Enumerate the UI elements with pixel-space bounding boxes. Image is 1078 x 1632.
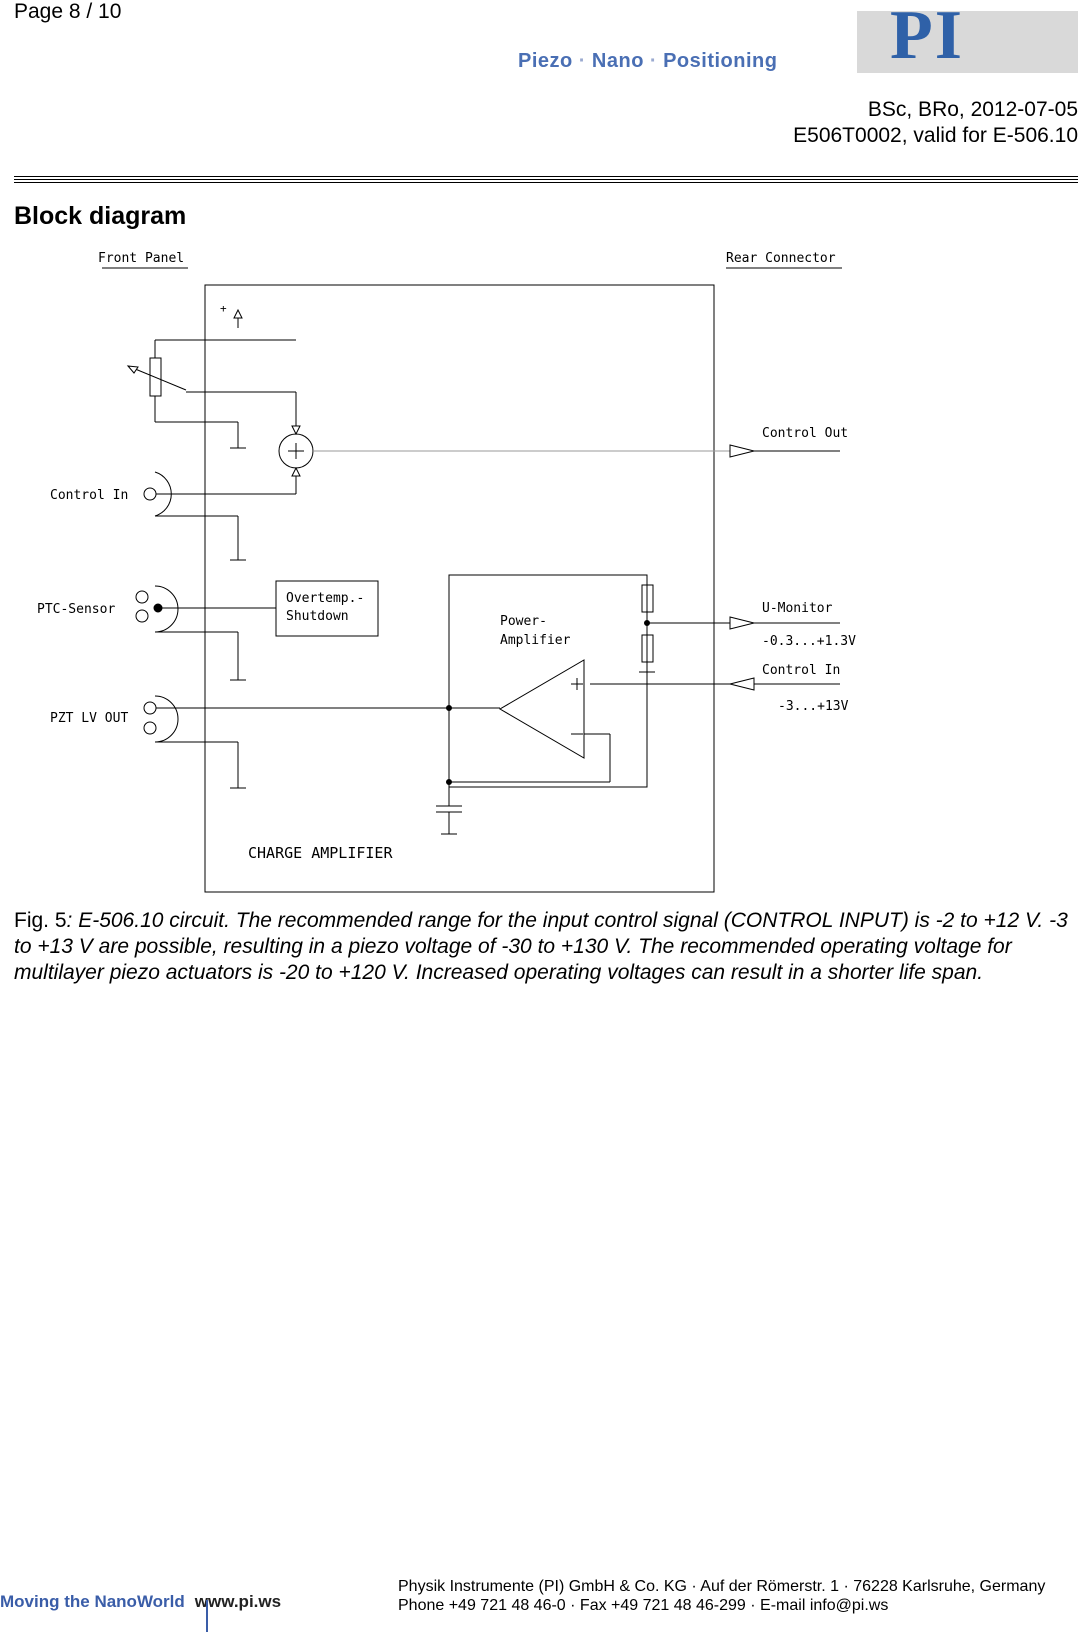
label-power: Power- [500, 614, 547, 629]
label-charge-amplifier: CHARGE AMPLIFIER [248, 844, 393, 862]
label-u-monitor-range: -0.3...+1.3V [762, 634, 856, 649]
footer-separator [206, 1600, 208, 1632]
label-ptc-sensor: PTC-Sensor [37, 602, 115, 617]
caption-text: : E-506.10 circuit. The recommended rang… [14, 909, 1068, 984]
caption-label: Fig. 5 [14, 909, 67, 932]
logo-tagline-nano: Nano [591, 50, 644, 72]
label-overtemp: Overtemp.- [286, 591, 364, 606]
pi-logo-icon: PI [890, 0, 964, 74]
page-number: Page 8 / 10 [14, 0, 122, 23]
footer-url[interactable]: www.pi.ws [194, 1592, 282, 1611]
block-diagram: Front Panel Rear Connector + Control Out… [37, 251, 856, 893]
figure-caption: Fig. 5: E-506.10 circuit. The recommende… [14, 908, 1072, 986]
label-plus: + [220, 302, 227, 315]
logo-tagline: Piezo·Nano·Positioning [518, 50, 778, 72]
label-rear-connector: Rear Connector [726, 251, 836, 266]
label-control-in-range: -3...+13V [778, 699, 849, 714]
footer-slogan: Moving the NanoWorld [0, 1592, 185, 1611]
footer-address-line2: Phone +49 721 48 46-0 · Fax +49 721 48 4… [398, 1597, 889, 1614]
logo-tagline-positioning: Positioning [663, 50, 778, 72]
label-front-panel: Front Panel [98, 251, 184, 266]
header-divider-middle [14, 179, 1078, 180]
footer-address-line1: Physik Instrumente (PI) GmbH & Co. KG · … [398, 1578, 1046, 1595]
header-document-id: E506T0002, valid for E-506.10 [793, 124, 1078, 147]
label-pzt-lv-out: PZT LV OUT [50, 711, 128, 726]
label-shutdown: Shutdown [286, 609, 349, 624]
header-divider-bottom [14, 182, 1078, 183]
label-control-out: Control Out [762, 426, 848, 441]
label-u-monitor: U-Monitor [762, 601, 833, 616]
section-title: Block diagram [14, 202, 187, 230]
label-amplifier: Amplifier [500, 633, 571, 648]
logo-tagline-piezo: Piezo [518, 50, 573, 72]
label-control-in-front: Control In [50, 488, 128, 503]
label-control-in-rear: Control In [762, 663, 840, 678]
footer-slogan-block: Moving the NanoWorld www.pi.ws [0, 1592, 281, 1612]
header-divider-top [14, 176, 1078, 177]
header-author-date: BSc, BRo, 2012-07-05 [867, 98, 1078, 121]
footer-address: Physik Instrumente (PI) GmbH & Co. KG · … [398, 1577, 1045, 1615]
logo-background [857, 11, 1078, 73]
